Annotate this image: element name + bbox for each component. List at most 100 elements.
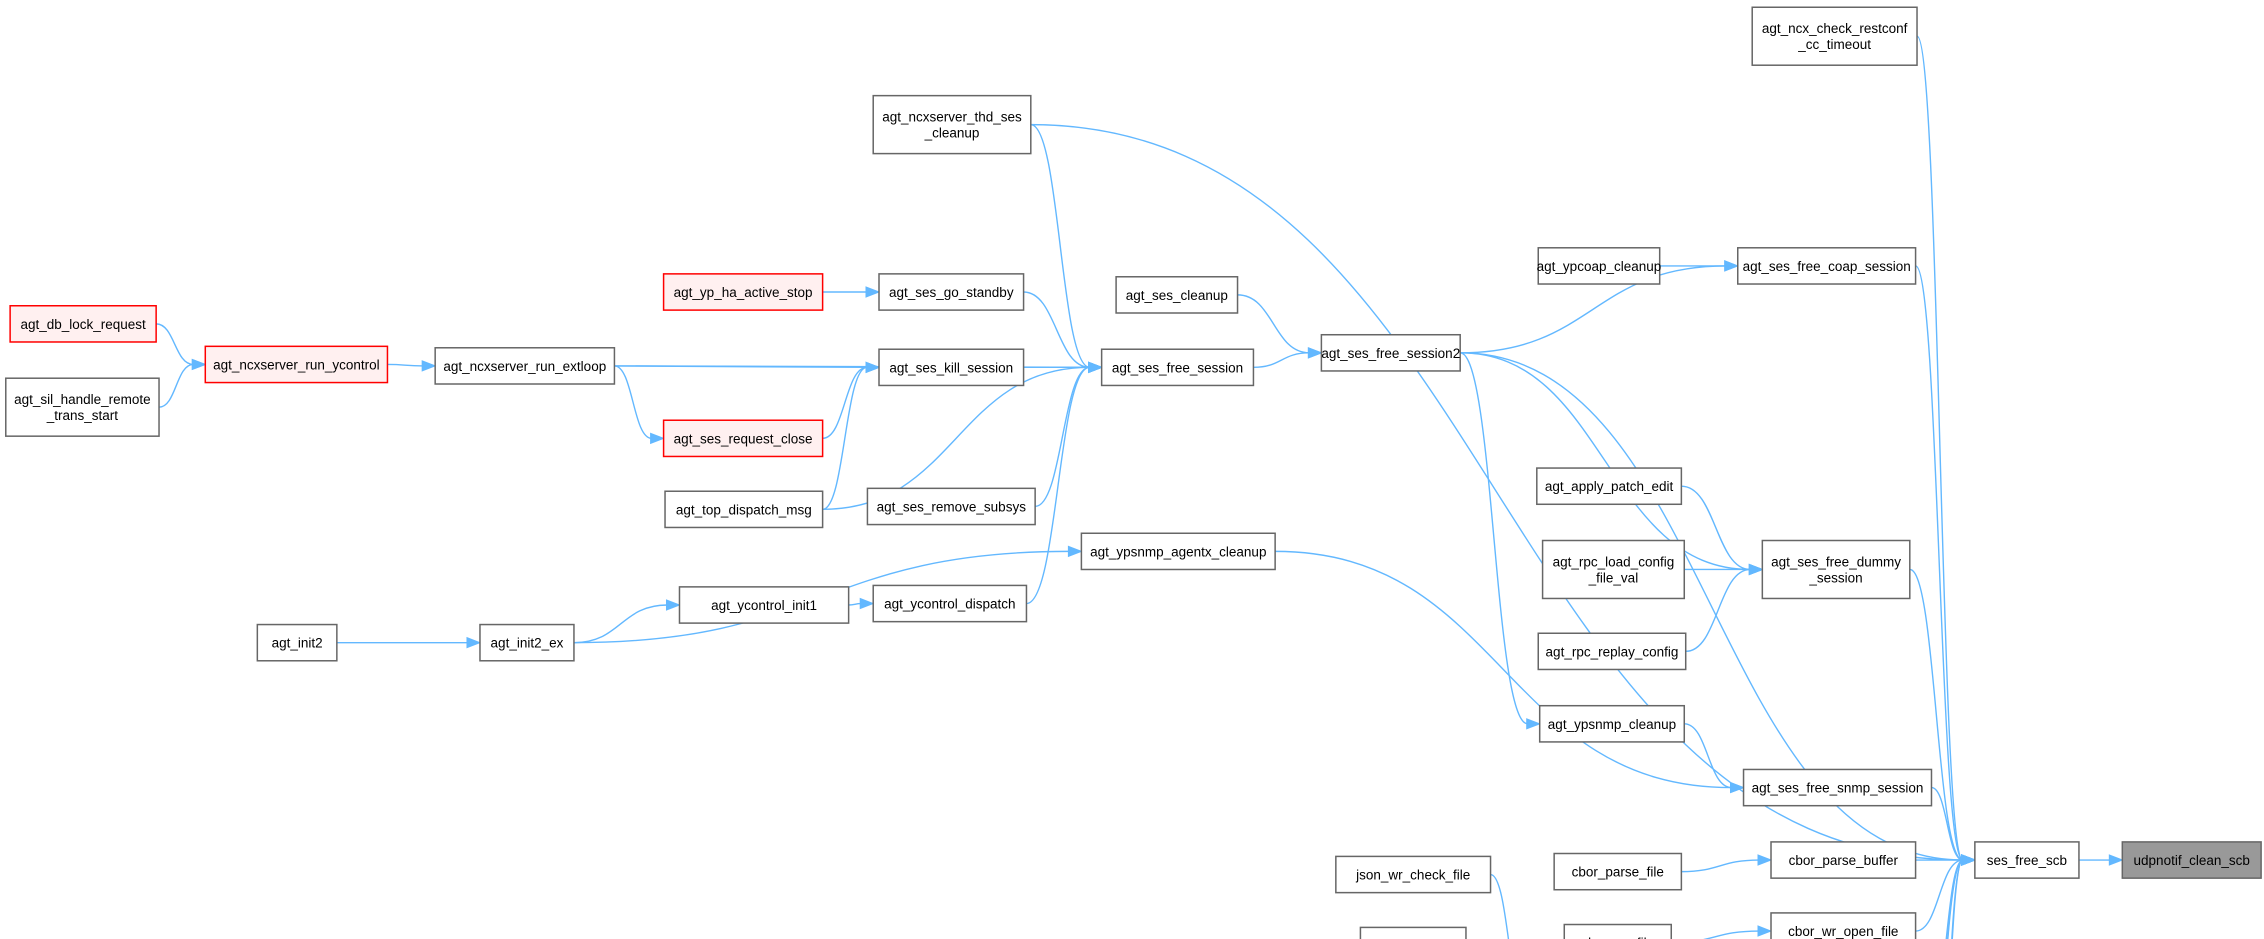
arrowhead <box>865 361 881 374</box>
node-agt-ses-free-dummy-session[interactable]: agt_ses_free_dummy_session <box>1761 539 1911 600</box>
edge-line <box>1460 352 1963 861</box>
edge-line <box>1684 723 1732 789</box>
node-label: _trans_start <box>46 408 119 423</box>
node-label: agt_ncx_check_restconf <box>1762 21 1908 36</box>
node-box <box>878 273 1025 311</box>
edge-xml-parse-buffer-to-ses-free-scb <box>1946 854 1977 939</box>
node-agt-init2[interactable]: agt_init2 <box>256 623 338 662</box>
arrowhead <box>1724 260 1740 272</box>
node-label: agt_ses_free_session2 <box>1321 346 1460 361</box>
edge-line <box>1915 859 1963 932</box>
edge-line <box>1030 123 1963 861</box>
edge-agt-ncxserver-run-ycontrol-to-agt-ncxserver-run-extloop <box>387 360 437 372</box>
edge-json-wr-check-file-to-json-wr-check-file3 <box>1490 873 1510 939</box>
edge-line <box>1951 859 1964 939</box>
node-agt-sil-handle-remote-trans-start[interactable]: agt_sil_handle_remote_trans_start <box>5 377 160 437</box>
edge-line <box>1034 366 1090 508</box>
node-agt-ypsnmp-cleanup[interactable]: agt_ypsnmp_cleanup <box>1538 704 1686 743</box>
edge-yinyang-convert-token-chain-to-ses-free-scb <box>1947 854 1977 939</box>
arrowhead <box>421 360 437 372</box>
node-agt-yp-ha-active-stop[interactable]: agt_yp_ha_active_stop <box>662 273 824 311</box>
arrowhead <box>1730 781 1745 794</box>
node-label: cbor_parse_buffer <box>1789 853 1899 868</box>
node-label: agt_ypcoap_cleanup <box>1537 259 1662 274</box>
node-agt-init2-ex[interactable]: agt_init2_ex <box>479 623 575 662</box>
node-agt-ncx-check-restconf-cc-timeout[interactable]: agt_ncx_check_restconf_cc_timeout <box>1751 6 1918 66</box>
node-agt-ses-free-snmp-session[interactable]: agt_ses_free_snmp_session <box>1742 768 1933 807</box>
node-box <box>1537 632 1687 671</box>
node-ses-free-scb[interactable]: ses_free_scb <box>1974 841 2080 879</box>
edge-line <box>1030 123 1090 369</box>
edge-cbor-wr-open-file-to-ses-free-scb <box>1915 854 1977 932</box>
arrowhead <box>1526 718 1542 730</box>
node-agt-ses-free-coap-session[interactable]: agt_ses_free_coap_session <box>1737 247 1917 285</box>
edge-line <box>614 365 652 440</box>
node-label: agt_ypsnmp_cleanup <box>1548 717 1676 732</box>
node-agt-ses-request-close[interactable]: agt_ses_request_close <box>662 419 824 458</box>
node-agt-ncxserver-run-ycontrol[interactable]: agt_ncxserver_run_ycontrol <box>204 345 389 384</box>
node-label: agt_ypsnmp_agentx_cleanup <box>1090 544 1266 559</box>
edge-agt-ncxserver-run-extloop-to-agt-ses-kill-session <box>614 361 881 374</box>
edge-cbor-wr-file-to-cbor-wr-open-file <box>1703 925 1773 939</box>
edge-agt-top-dispatch-msg-to-agt-ses-kill-session <box>822 361 881 511</box>
edge-agt-yp-ha-active-stop-to-agt-ses-go-standby <box>822 286 881 298</box>
edge-line <box>1681 485 1751 571</box>
node-box <box>678 586 850 624</box>
node-agt-ses-go-standby[interactable]: agt_ses_go_standby <box>878 273 1025 311</box>
edge-agt-init2-ex-to-agt-ycontrol-init1 <box>573 599 681 644</box>
node-box <box>1751 6 1918 66</box>
node-box <box>1100 348 1255 387</box>
node-cbor-parse-file[interactable]: cbor_parse_file <box>1553 852 1683 891</box>
node-agt-ncxserver-thd-ses-cleanup[interactable]: agt_ncxserver_thd_ses_cleanup <box>872 94 1032 155</box>
edge-line <box>573 604 668 644</box>
node-label: _session <box>1808 570 1862 585</box>
node-agt-rpc-replay-config[interactable]: agt_rpc_replay_config <box>1537 632 1687 671</box>
node-box <box>1770 841 1917 879</box>
node-json-wr-file[interactable]: json_wr_file <box>1359 926 1467 939</box>
node-agt-ypsnmp-agentx-cleanup[interactable]: agt_ypsnmp_agentx_cleanup <box>1080 532 1276 571</box>
node-box <box>1359 926 1467 939</box>
node-agt-ses-kill-session[interactable]: agt_ses_kill_session <box>878 348 1025 387</box>
node-label: agt_top_dispatch_msg <box>676 502 812 517</box>
node-label: agt_ses_free_coap_session <box>1743 259 1911 274</box>
node-box <box>1563 923 1673 939</box>
node-cbor-wr-file[interactable]: cbor_wr_file <box>1563 923 1673 939</box>
node-agt-ses-remove-subsys[interactable]: agt_ses_remove_subsys <box>866 487 1036 526</box>
edge-line <box>1951 859 1964 939</box>
node-agt-rpc-load-config-file-val[interactable]: agt_rpc_load_config_file_val <box>1541 539 1686 600</box>
node-agt-apply-patch-edit[interactable]: agt_apply_patch_edit <box>1536 467 1683 506</box>
node-agt-ypcoap-cleanup[interactable]: agt_ypcoap_cleanup <box>1537 247 1662 285</box>
node-agt-ncxserver-run-extloop[interactable]: agt_ncxserver_run_extloop <box>434 347 616 385</box>
edge-line <box>1916 35 1964 861</box>
node-label: agt_rpc_replay_config <box>1546 644 1679 659</box>
node-box <box>1335 855 1492 894</box>
node-udpnotif-clean-scb[interactable]: udpnotif_clean_scb <box>2121 841 2262 879</box>
node-cbor-wr-open-file[interactable]: cbor_wr_open_file <box>1770 912 1917 939</box>
node-box <box>256 623 338 662</box>
node-agt-ycontrol-dispatch[interactable]: agt_ycontrol_dispatch <box>872 584 1028 623</box>
edge-agt-ycontrol-init1-to-agt-ycontrol-dispatch <box>848 597 875 610</box>
node-label: agt_init2 <box>272 636 323 651</box>
node-label: agt_init2_ex <box>491 636 564 651</box>
edge-cbor-parse-file-to-cbor-parse-buffer <box>1681 854 1773 873</box>
node-box <box>5 377 160 437</box>
edge-line <box>1703 930 1760 939</box>
edge-line <box>1459 352 1528 725</box>
node-label: cbor_wr_file <box>1581 936 1654 939</box>
node-agt-ycontrol-init1[interactable]: agt_ycontrol_init1 <box>678 586 850 624</box>
node-agt-ses-cleanup[interactable]: agt_ses_cleanup <box>1115 276 1239 314</box>
node-box <box>1537 247 1661 285</box>
edge-line <box>822 366 868 440</box>
node-json-wr-check-file[interactable]: json_wr_check_file <box>1335 855 1492 894</box>
node-label: agt_ses_free_dummy <box>1771 554 1901 569</box>
edge-agt-ncxserver-thd-ses-cleanup-to-agt-ses-free-session <box>1030 123 1104 374</box>
edge-agt-ncxserver-run-extloop-to-agt-ses-request-close <box>614 365 665 445</box>
edge-ses-free-scb-to-udpnotif-clean-scb <box>2078 854 2124 866</box>
node-box <box>878 348 1025 387</box>
node-agt-db-lock-request[interactable]: agt_db_lock_request <box>9 305 157 343</box>
node-cbor-parse-buffer[interactable]: cbor_parse_buffer <box>1770 841 1917 879</box>
node-agt-ses-free-session[interactable]: agt_ses_free_session <box>1100 348 1255 387</box>
node-agt-ses-free-session2[interactable]: agt_ses_free_session2 <box>1320 333 1461 372</box>
arrowhead <box>665 599 681 611</box>
node-agt-top-dispatch-msg[interactable]: agt_top_dispatch_msg <box>664 490 824 529</box>
